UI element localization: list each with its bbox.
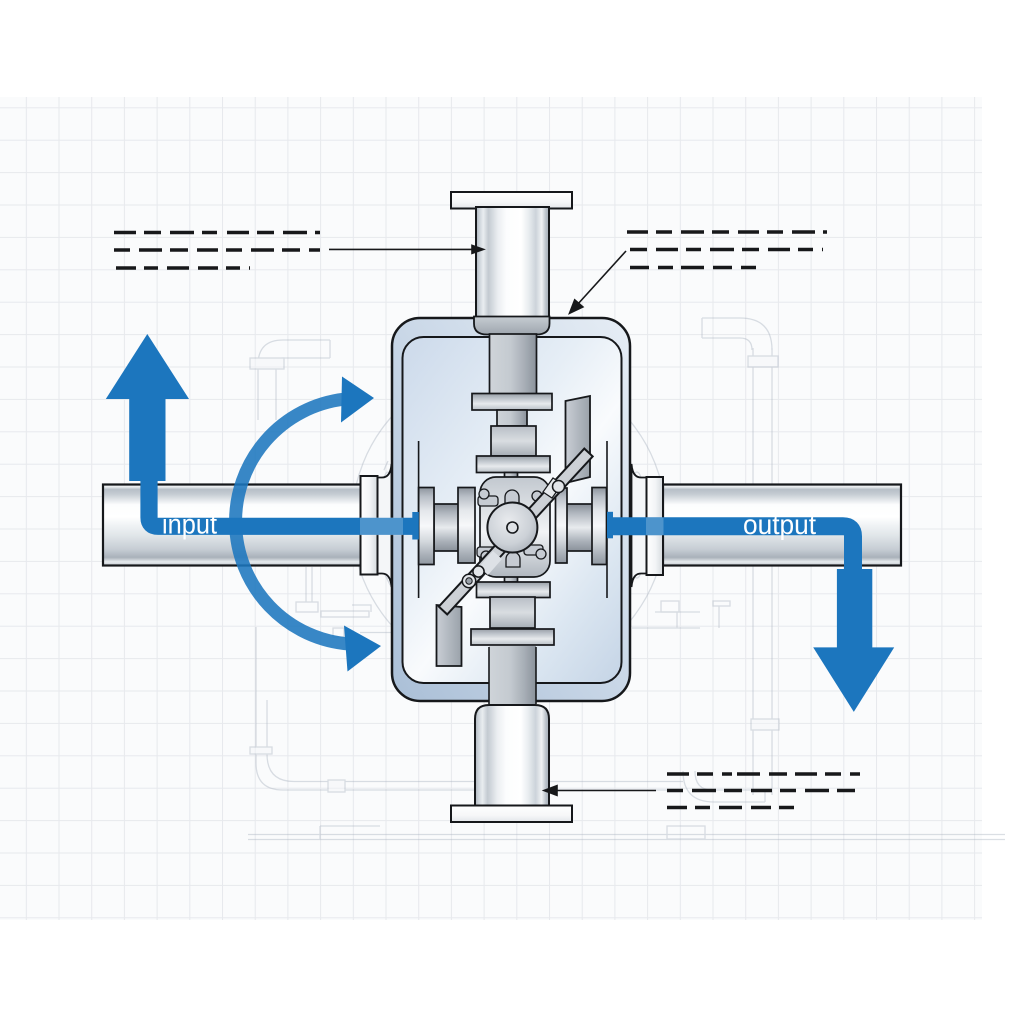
svg-text:output: output bbox=[743, 509, 816, 540]
svg-text:input: input bbox=[162, 509, 217, 540]
